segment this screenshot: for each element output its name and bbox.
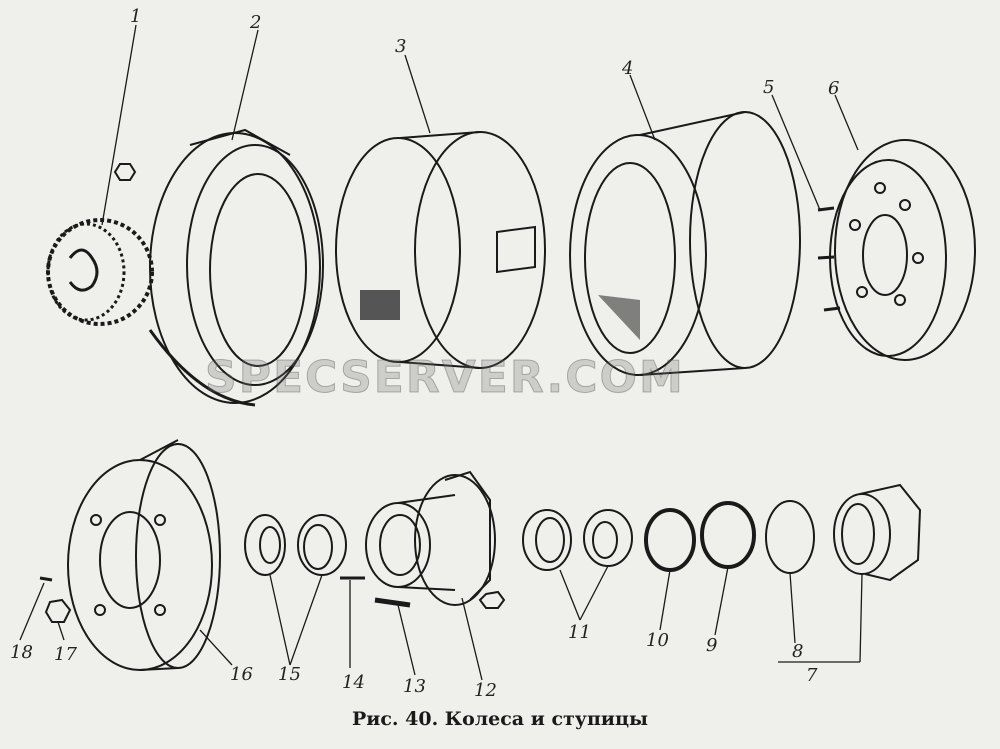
callout-18: 18 <box>10 642 33 663</box>
part-6-hub-flange <box>829 139 976 361</box>
part-10-ring <box>644 508 696 572</box>
part-16-drum <box>67 439 221 671</box>
callout-12: 12 <box>474 680 497 701</box>
part-3-band <box>335 131 546 369</box>
figure-caption: Рис. 40. Колеса и ступицы <box>351 708 649 730</box>
callout-2: 2 <box>250 12 262 33</box>
callout-15: 15 <box>278 664 301 685</box>
callout-1: 1 <box>130 6 142 27</box>
part-4-drum <box>569 111 801 376</box>
nut-icon <box>478 590 506 609</box>
callout-13: 13 <box>403 676 426 697</box>
part-13-bolt <box>374 597 411 608</box>
part-18-pin <box>39 576 53 582</box>
callout-8: 8 <box>792 641 804 662</box>
callout-7: 7 <box>806 665 818 686</box>
callout-17: 17 <box>54 644 77 665</box>
part-2-rim <box>148 128 324 407</box>
callout-9: 9 <box>706 635 718 656</box>
part-17-nut <box>44 598 72 623</box>
callout-16: 16 <box>230 664 253 685</box>
callout-11: 11 <box>568 622 591 643</box>
leader-lines <box>19 24 863 681</box>
watermark: SPECSERVER.COM <box>205 352 685 404</box>
callout-4: 4 <box>622 58 634 79</box>
callout-6: 6 <box>828 78 840 99</box>
part-11-bearing <box>522 509 633 571</box>
part-9-seal <box>700 501 756 569</box>
part-7-cap <box>833 483 922 582</box>
nut-icon <box>113 163 137 181</box>
part-1-chain <box>46 218 154 326</box>
part-15-bearings <box>244 514 347 576</box>
part-12-hub <box>365 470 496 606</box>
callout-10: 10 <box>646 630 669 651</box>
part-8-ring <box>765 500 815 574</box>
callout-3: 3 <box>395 36 407 57</box>
callout-5: 5 <box>763 77 775 98</box>
callout-14: 14 <box>342 672 365 693</box>
